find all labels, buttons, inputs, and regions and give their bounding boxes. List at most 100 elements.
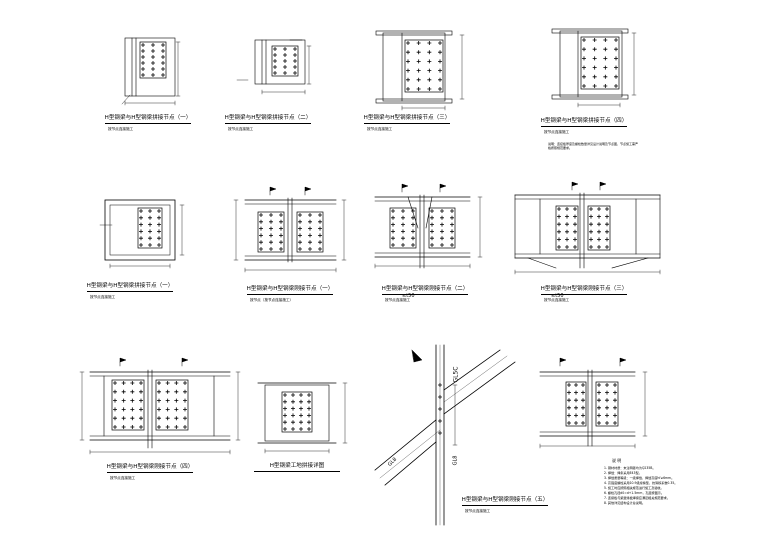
bolt-mark [121,425,126,429]
bolt-mark [438,50,442,55]
detail-6-subcaption: 按节点（按节点连接施工） [250,298,294,302]
bolt-mark [141,55,145,59]
bolt-mark [283,59,287,63]
bolt-mark [614,56,618,61]
bolt-mark [401,215,405,220]
weld-flag-symbol [119,357,127,367]
detail-2-subcaption: 按节点连接施工 [228,127,254,131]
bolt-mark [298,219,302,224]
bolt-mark [438,383,442,387]
bolt-mark [565,222,569,227]
bolt-mark [113,389,117,394]
bolt-mark [430,222,434,227]
haunch-line [611,257,649,269]
bolt-mark [121,416,126,421]
bolt-mark [438,77,442,82]
bolt-mark [141,49,145,53]
bolt-mark [299,393,303,397]
bolt-mark [139,381,143,385]
bolt-mark [614,74,618,79]
bolt-mark [273,65,277,69]
bolt-mark [450,222,454,227]
bolt-mark [416,59,421,64]
detail-5-caption-underline [87,291,173,292]
bolt-mark [157,381,161,385]
bolt-mark [573,229,577,234]
bolt-mark [299,406,303,411]
bolt-mark [283,71,287,75]
bolt-mark [151,61,155,65]
detail-4-caption-underline [541,126,627,127]
bolt-mark [139,222,143,227]
bolt-mark [450,215,454,220]
detail-7-subcaption: 按节点连接施工 [385,298,411,302]
box-column-inner [109,204,171,256]
bolt-mark [597,421,601,425]
bolt-mark [291,420,295,425]
bolt-mark [157,209,161,213]
haunch-line [425,196,433,229]
bolt-mark [557,237,561,242]
leader-line [121,94,131,105]
splice-plate [587,205,611,251]
bolt-mark [450,236,454,241]
bolt-mark [592,65,597,70]
detail-2-caption-underline [225,123,311,124]
bolt-mark [589,222,593,227]
bolt-mark [148,229,152,234]
bolt-mark [269,226,273,231]
bolt-mark [183,398,187,403]
splice-plate [281,391,313,433]
splice-plate [389,207,417,249]
detail-3-caption: H型钢梁与H型钢梁拼接节点（三） [363,115,451,121]
bolt-mark [273,53,277,57]
bolt-mark [283,393,287,397]
bolt-mark [121,398,126,403]
bolt-mark [307,393,311,397]
detail-10-caption-underline [254,471,340,472]
splice-plate [139,41,167,79]
bolt-mark [318,233,322,238]
bolt-mark [161,55,165,59]
bolt-mark [161,49,165,53]
bolt-mark [597,207,601,211]
bolt-mark [307,399,311,404]
bolt-mark [573,207,577,211]
bolt-mark [605,237,609,242]
weld-flag-symbol [181,357,189,367]
bolt-mark [430,236,434,241]
bolt-mark [148,236,152,241]
bolt-mark [440,229,444,234]
bolt-mark [157,229,161,234]
bolt-mark [161,73,165,77]
bolt-mark [293,53,297,57]
bolt-mark [603,47,608,52]
brace-center [443,355,508,403]
bolt-mark [438,87,442,91]
splice-plate [111,379,145,431]
bolt-mark [157,222,161,227]
bolt-mark [130,398,135,403]
bolt-mark [430,209,434,213]
bolt-mark [581,390,585,395]
bolt-mark [174,398,179,403]
detail-2-caption: H型钢梁与H型钢梁拼接节点（二） [224,115,312,121]
bolt-mark [165,381,170,385]
detail-10-caption: H型钢梁工地拼接详图 [269,463,325,469]
bolt-mark [318,226,322,231]
bolt-mark [605,398,609,403]
bolt-mark [557,214,561,219]
bolt-mark [406,41,410,45]
bolt-mark [113,416,117,421]
bolt-mark [557,229,561,234]
bolt-mark [151,67,155,71]
bolt-mark [283,406,287,411]
bolt-mark [183,425,187,429]
bolt-mark [165,407,170,412]
bolt-mark [183,407,187,412]
bolt-mark [293,71,297,75]
bolt-mark [581,383,585,387]
bolt-mark [269,233,273,238]
bolt-mark [307,427,311,431]
bolt-mark [406,50,410,55]
